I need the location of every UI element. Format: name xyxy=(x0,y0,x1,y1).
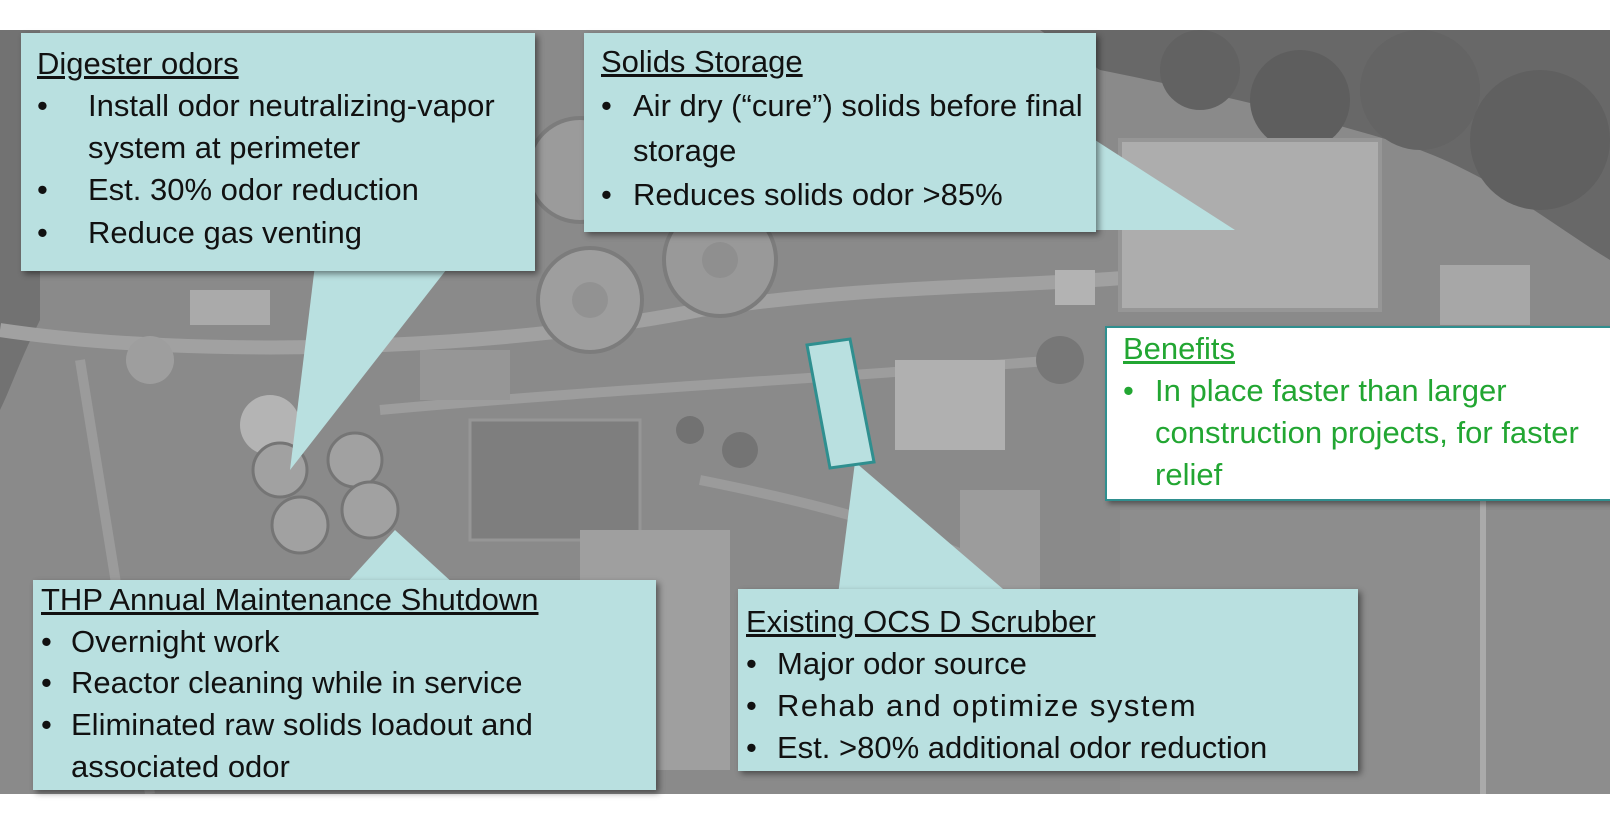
list-item: •Reactor cleaning while in service xyxy=(41,662,656,704)
bullet: • xyxy=(746,646,757,682)
list-item: •Reduce gas venting xyxy=(37,212,535,254)
solids-callout-pointer xyxy=(1095,140,1235,230)
list-item: •Overnight work xyxy=(41,621,656,663)
thp-callout-pointer xyxy=(345,530,455,585)
bullet: • xyxy=(41,706,52,742)
list-item: •Install odor neutralizing-vapor system … xyxy=(37,85,535,169)
bullet: • xyxy=(601,88,612,124)
list-item: •Eliminated raw solids loadout and assoc… xyxy=(41,704,656,787)
solids-storage-title: Solids Storage xyxy=(601,44,803,79)
list-item: •Est. 30% odor reduction xyxy=(37,169,535,211)
bullet: • xyxy=(41,623,52,659)
bullet: • xyxy=(1123,373,1134,409)
ocs-callout-pointer xyxy=(838,462,1010,595)
bullet: • xyxy=(601,176,612,212)
list-item: •Air dry (“cure”) solids before final st… xyxy=(601,83,1096,174)
bullet: • xyxy=(37,214,48,250)
solids-storage-list: •Air dry (“cure”) solids before final st… xyxy=(601,83,1096,216)
benefits-callout: Benefits •In place faster than larger co… xyxy=(1105,326,1610,501)
ocs-scrubber-callout: Existing OCS D Scrubber •Major odor sour… xyxy=(738,589,1358,771)
list-item: •Est. >80% additional odor reduction xyxy=(746,727,1358,769)
bullet: • xyxy=(41,665,52,701)
bullet: • xyxy=(37,88,48,124)
benefits-title: Benefits xyxy=(1123,331,1236,366)
list-item: •In place faster than larger constructio… xyxy=(1123,370,1610,496)
list-item: •Major odor source xyxy=(746,643,1358,685)
digester-odors-title: Digester odors xyxy=(37,46,239,81)
digester-odors-list: •Install odor neutralizing-vapor system … xyxy=(37,85,535,254)
list-item: •Rehab and optimize system xyxy=(746,685,1358,727)
solids-storage-callout: Solids Storage •Air dry (“cure”) solids … xyxy=(584,33,1096,232)
bullet: • xyxy=(37,172,48,208)
bullet: • xyxy=(746,688,759,724)
ocs-scrubber-title: Existing OCS D Scrubber xyxy=(746,604,1096,639)
digester-callout-pointer xyxy=(290,265,450,470)
list-item: •Reduces solids odor >85% xyxy=(601,174,1096,216)
ocs-scrubber-list: •Major odor source •Rehab and optimize s… xyxy=(746,643,1358,769)
thp-shutdown-list: •Overnight work •Reactor cleaning while … xyxy=(41,621,656,787)
scrubber-highlight xyxy=(805,337,876,470)
thp-shutdown-callout: THP Annual Maintenance Shutdown •Overnig… xyxy=(33,580,656,790)
digester-odors-callout: Digester odors •Install odor neutralizin… xyxy=(21,33,535,271)
thp-shutdown-title: THP Annual Maintenance Shutdown xyxy=(41,582,539,617)
benefits-list: •In place faster than larger constructio… xyxy=(1123,370,1610,496)
bullet: • xyxy=(746,730,757,766)
